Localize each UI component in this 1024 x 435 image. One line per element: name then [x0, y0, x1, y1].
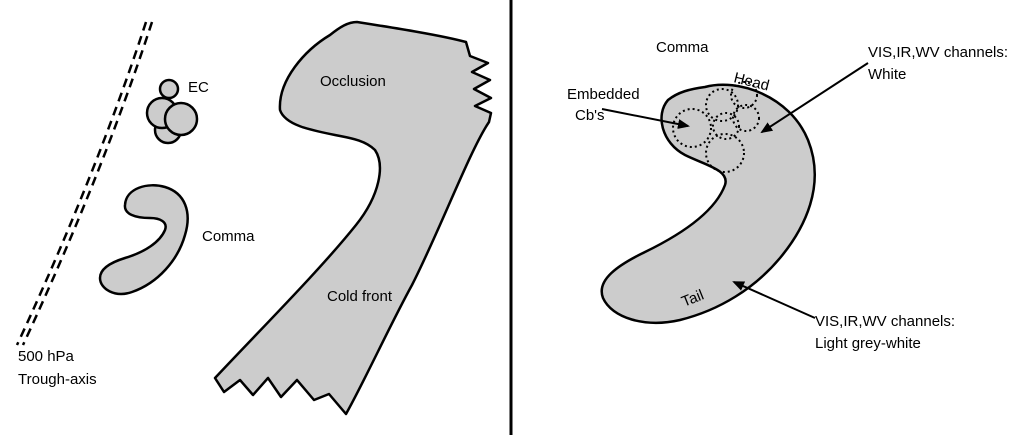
trough-axis-line — [15, 21, 154, 346]
embedded-cb-cells — [672, 81, 760, 173]
trough-axis-label-line2: Trough-axis — [18, 371, 97, 388]
cold-front-label: Cold front — [327, 288, 393, 305]
occlusion-label: Occlusion — [320, 73, 386, 90]
small-comma-label: Comma — [202, 228, 255, 245]
left-panel: EC Comma Occlusion Cold front 500 hPa Tr… — [15, 20, 493, 416]
tail-channels-label-line1: VIS,IR,WV channels: — [815, 313, 955, 330]
embedded-cb-label-line2: Cb's — [575, 107, 605, 124]
head-channels-arrow — [760, 62, 869, 134]
comma-title: Comma — [656, 39, 709, 56]
large-comma-shape — [600, 83, 816, 324]
head-channels-label-line2: White — [868, 66, 906, 83]
trough-axis-label-line1: 500 hPa — [18, 348, 75, 365]
embedded-cb-label-line1: Embedded — [567, 86, 640, 103]
tail-channels-arrow — [732, 281, 816, 319]
head-channels-label-line1: VIS,IR,WV channels: — [868, 44, 1008, 61]
ec-label: EC — [188, 79, 209, 96]
tail-channels-label-line2: Light grey-white — [815, 335, 921, 352]
small-comma-shape — [98, 184, 189, 296]
ec-cloud-cluster — [145, 78, 199, 145]
occlusion-cold-front-shape — [213, 20, 493, 416]
right-panel: Comma Head Tail Embedded Cb's VIS,IR,WV … — [567, 39, 1008, 352]
embedded-cb-arrow — [601, 108, 690, 129]
